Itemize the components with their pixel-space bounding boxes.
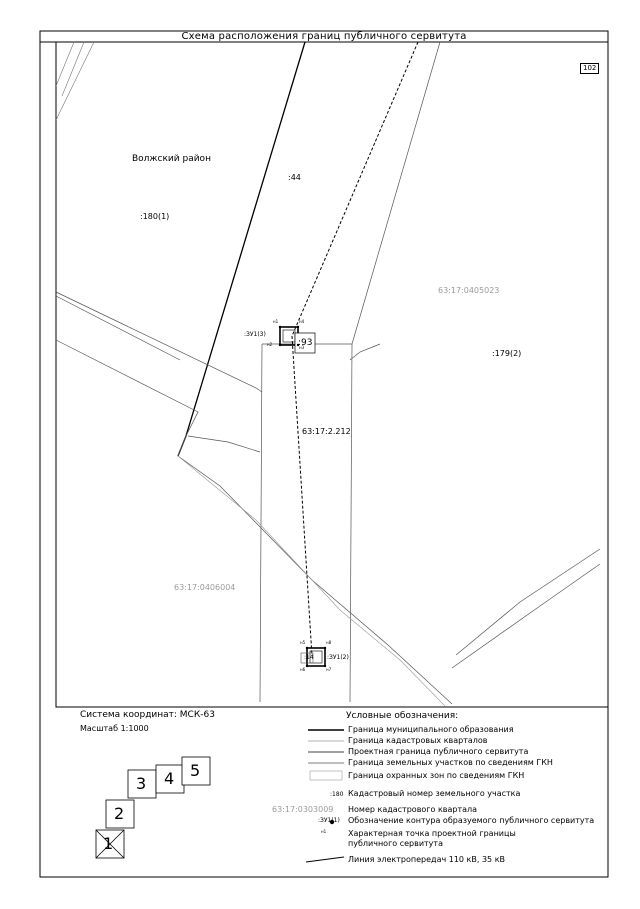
parcel-label-14: :14 — [304, 654, 314, 661]
contour-zu1-3-shape — [279, 326, 316, 354]
scale-label: Масштаб 1:1000 — [80, 724, 149, 733]
point-label-n6: н6 — [300, 667, 306, 672]
legend-item-contour: Обозначение контура образуемого публично… — [348, 816, 595, 825]
contour-label-zu1-2: :ЗУ1(2) — [327, 654, 349, 661]
corner-badge: 102 — [580, 63, 600, 74]
map-frame — [55, 41, 609, 708]
sheet-index — [95, 756, 211, 859]
legend-item-servitude-border: Проектная граница публичного сервитута — [348, 747, 529, 756]
legend-item-parcel-number: Кадастровый номер земельного участка — [348, 789, 521, 798]
legend-item-point-line2: публичного сервитута — [348, 839, 443, 848]
power-line — [291, 41, 419, 657]
sheet-number-5: 5 — [190, 761, 201, 780]
district-label: Волжский район — [132, 154, 211, 164]
sheet-number-3: 3 — [136, 774, 147, 793]
municipal-boundary — [177, 41, 306, 457]
point-label-n1: н1 — [273, 319, 279, 324]
sheet-number-1: 1 — [103, 834, 114, 853]
point-label-n8: н8 — [326, 640, 332, 645]
legend-heading: Условные обозначения: — [346, 711, 459, 721]
page-title: Схема расположения границ публичного сер… — [181, 31, 467, 42]
legend-item-quarters: Граница кадастровых кварталов — [348, 736, 488, 745]
point-label-n2: н2 — [267, 342, 273, 347]
characteristic-points — [278, 325, 327, 668]
legend-symbol-point: н1 — [321, 829, 327, 834]
quarter-label-406004: 63:17:0406004 — [174, 583, 236, 592]
quarter-boundaries — [177, 455, 446, 707]
legend-item-point-line1: Характерная точка проектной границы — [348, 829, 516, 838]
legend-item-quarter-number: Номер кадастрового квартала — [348, 805, 478, 814]
legend-symbol-quarter: 63:17:0303009 — [272, 805, 334, 814]
parcel-label-179-2: :179(2) — [492, 349, 522, 358]
legend-item-land-plots: Граница земельных участков по сведениям … — [348, 758, 553, 767]
parcel-label-93: :93 — [298, 338, 313, 348]
parcel-label-144: :44 — [288, 173, 301, 182]
legend-item-power-line: Линия электропередач 110 кВ, 35 кВ — [348, 855, 506, 864]
contour-zu1-2-shape — [300, 647, 326, 667]
sheet-number-2: 2 — [114, 804, 125, 823]
sheet-number-4: 4 — [164, 769, 175, 788]
coord-system: Система координат: МСК-63 — [80, 710, 215, 720]
legend-symbol-parcel: :180 — [330, 791, 344, 798]
point-label-n7: н7 — [326, 667, 332, 672]
contour-label-zu1-3: :ЗУ1(3) — [244, 331, 266, 338]
parcel-boundaries — [55, 41, 601, 705]
legend-symbol-contour: :ЗУ1(1) — [318, 817, 340, 824]
legend-item-municipal: Граница муниципального образования — [348, 725, 514, 734]
parcel-label-212: 63:17:2.212 — [302, 427, 351, 436]
point-label-n5: н5 — [300, 640, 306, 645]
parcel-label-180-1: :180(1) — [140, 212, 170, 221]
point-label-n4: н4 — [299, 319, 305, 324]
top-left-boundaries — [55, 41, 95, 121]
point-label-n3: н3 — [299, 345, 305, 350]
legend-item-protection-zones: Граница охранных зон по сведениям ГКН — [348, 771, 525, 780]
legend-symbols — [305, 729, 345, 863]
quarter-label-405023: 63:17:0405023 — [438, 286, 500, 295]
